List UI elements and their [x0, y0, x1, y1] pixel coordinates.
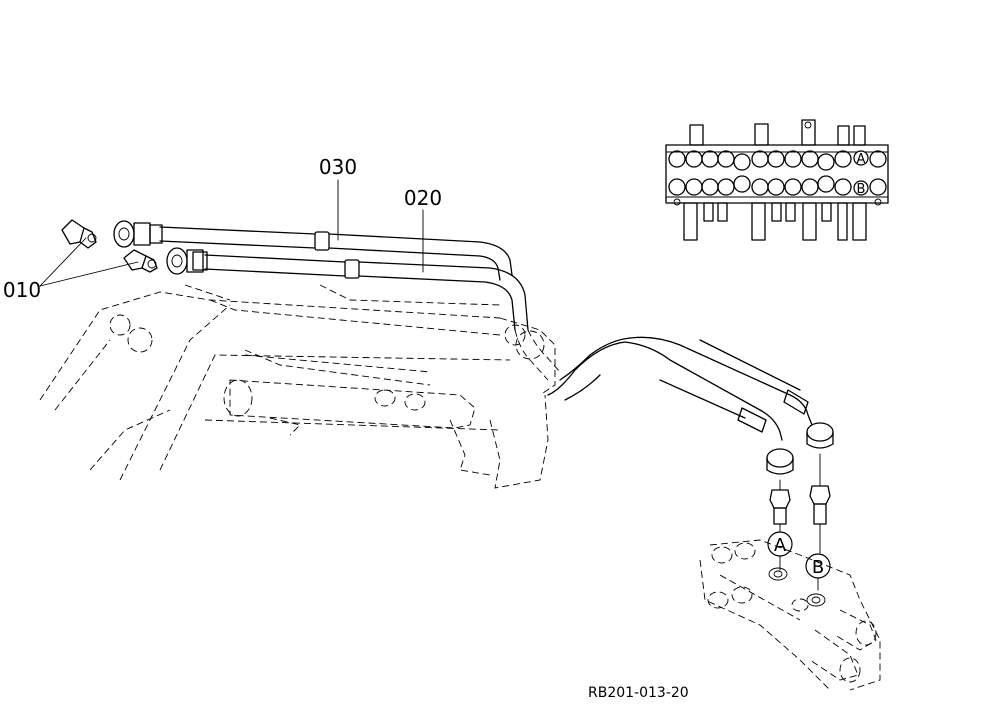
valve-port-a-label: A [857, 152, 866, 167]
port-a-label: A [774, 535, 787, 556]
leader-lines [39, 179, 424, 287]
port-adapter-a [766, 448, 794, 534]
lower-valve-body [699, 539, 881, 691]
valve-port-b-marker: B [853, 180, 869, 197]
port-adapter-b [806, 422, 834, 554]
hose-020 [204, 254, 529, 331]
callout-020: 020 [404, 186, 442, 210]
port-b-marker: B [805, 553, 831, 591]
valve-port-a-marker: A [853, 150, 869, 167]
callout-010: 010 [3, 278, 41, 302]
port-b-label: B [812, 557, 824, 578]
drawing-code: RB201-013-20 [588, 685, 689, 701]
hose-routing [514, 329, 813, 441]
elbow-fittings-010 [61, 219, 158, 273]
hose-030 [159, 226, 513, 281]
callout-030: 030 [319, 155, 357, 179]
hose-end-fittings [113, 220, 208, 275]
valve-port-b-label: B [857, 182, 866, 197]
control-valve-block [665, 119, 889, 241]
boom-outline [39, 284, 556, 489]
